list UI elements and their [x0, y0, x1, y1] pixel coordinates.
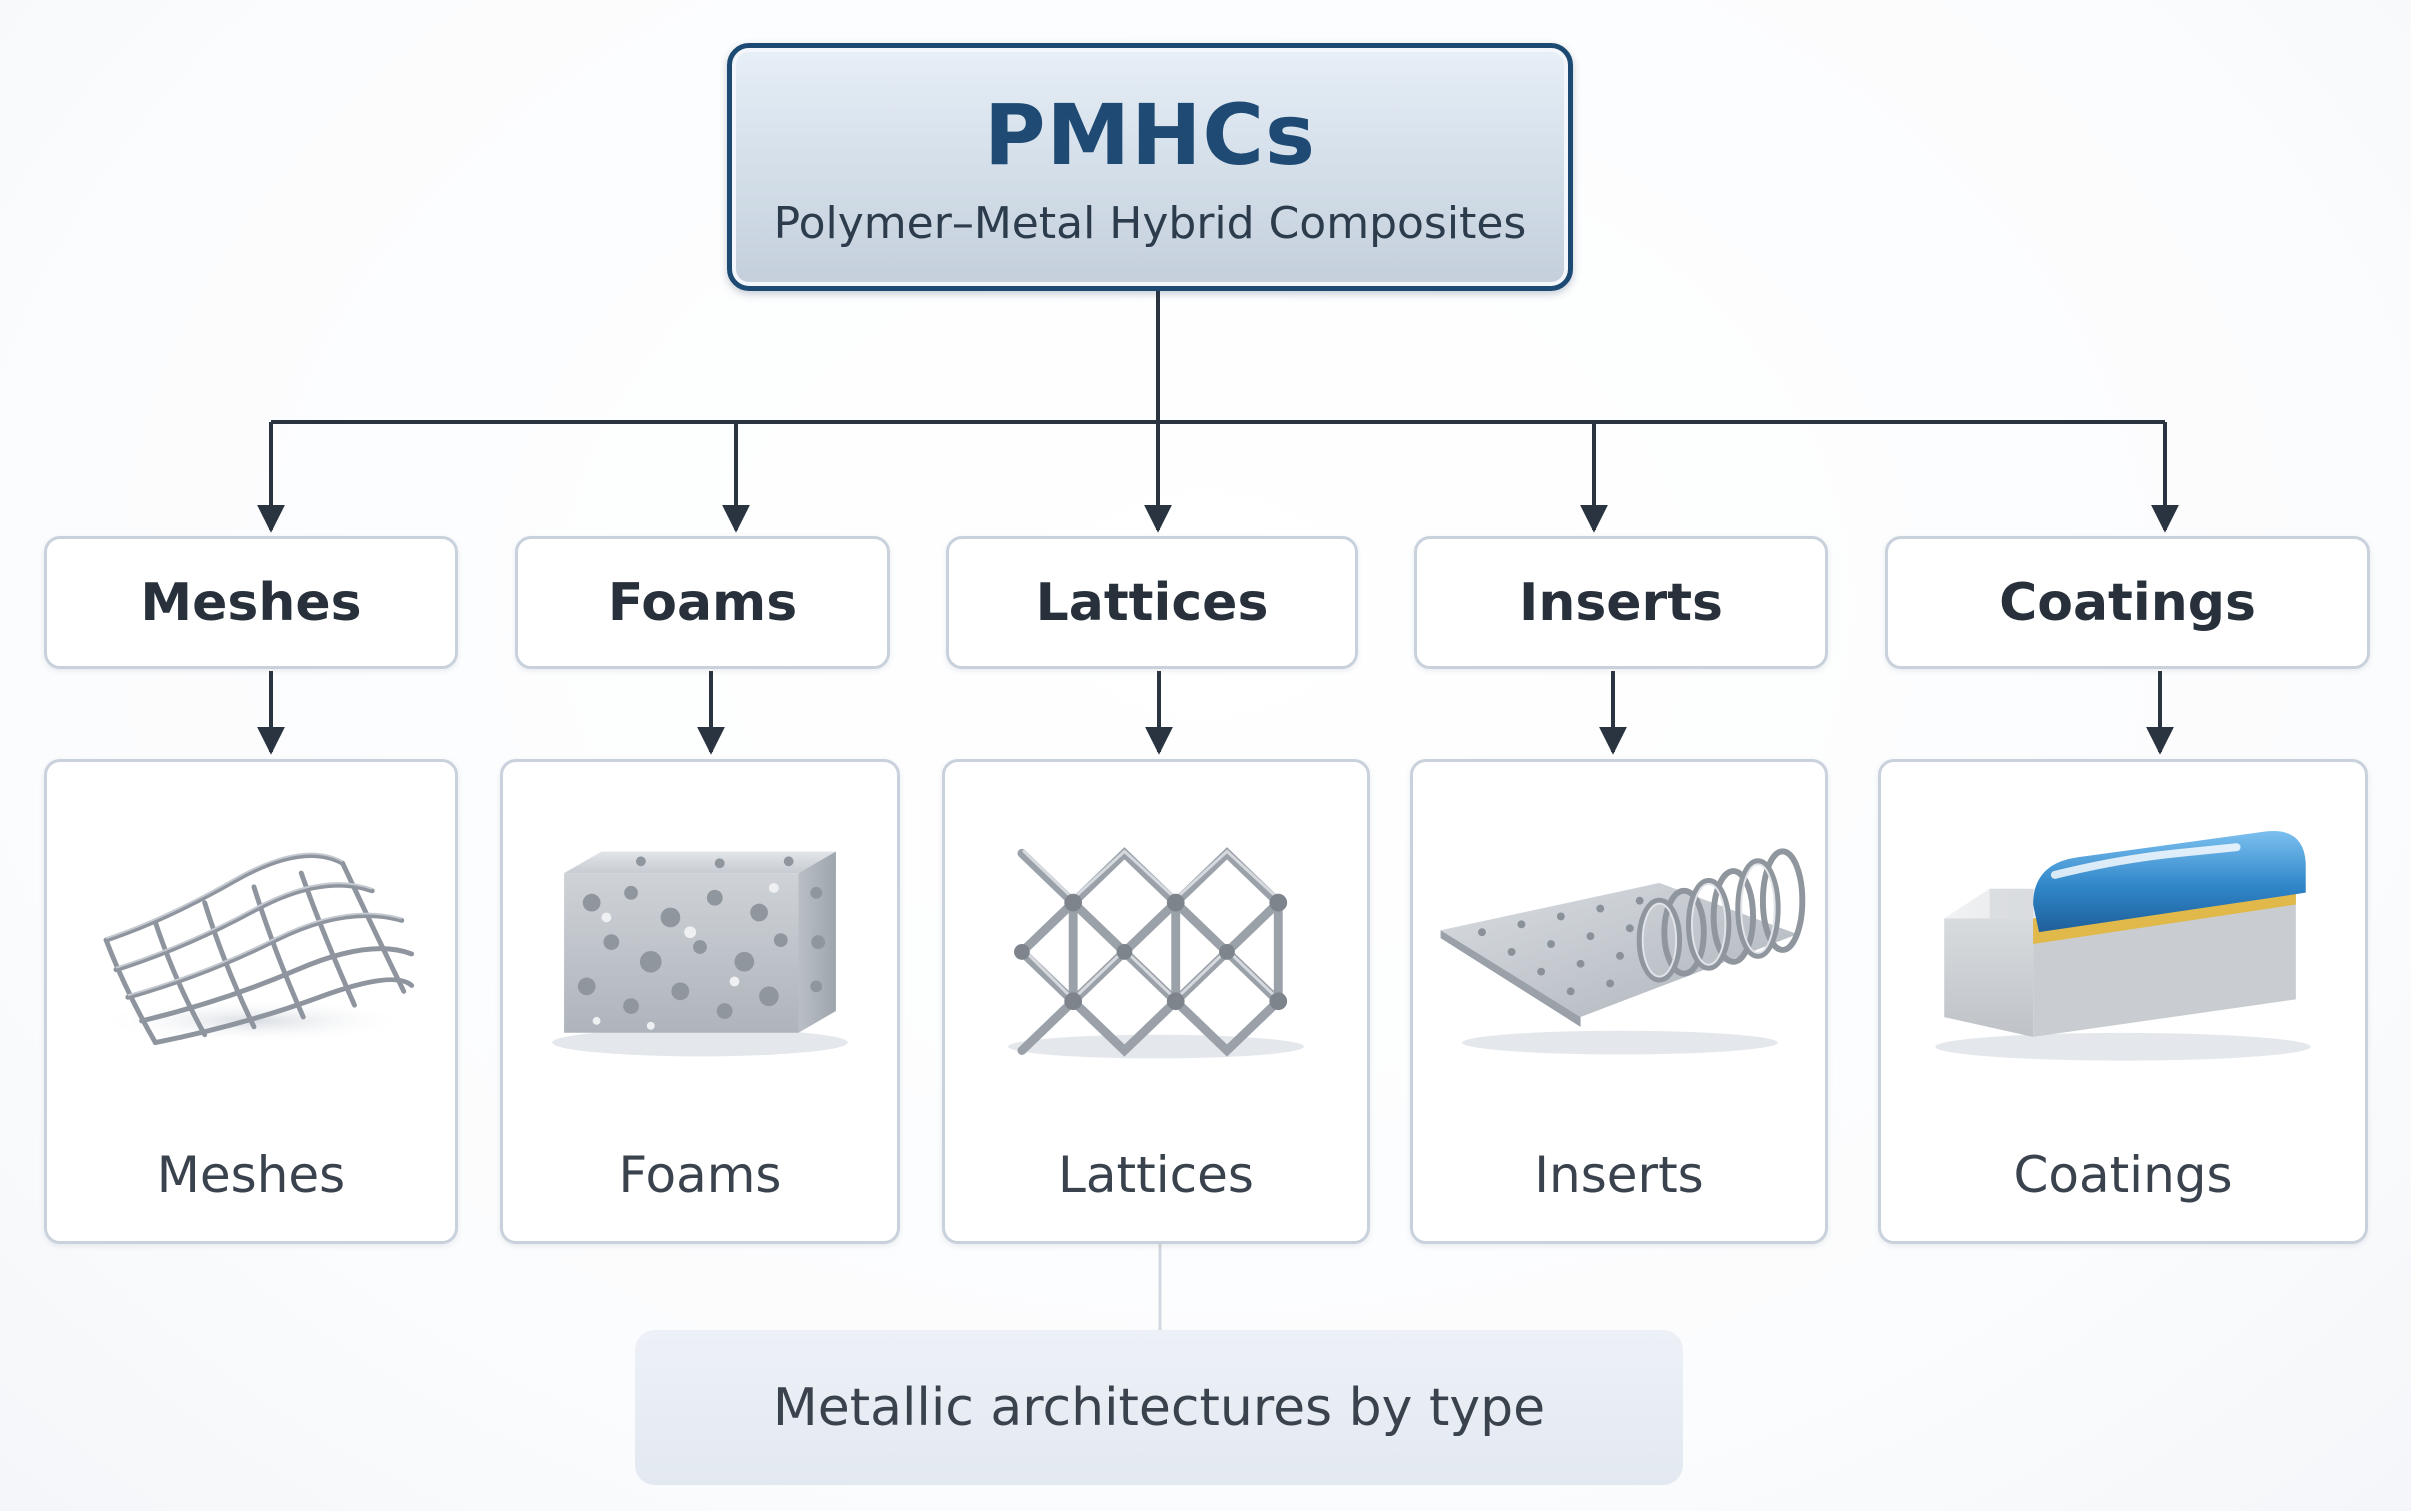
category-box-foams: Foams	[515, 536, 890, 669]
spring-insert-icon	[1440, 848, 1806, 1055]
card-label: Inserts	[1534, 1146, 1704, 1204]
root-subtitle: Polymer–Metal Hybrid Composites	[773, 198, 1527, 249]
category-label: Coatings	[1999, 572, 2256, 633]
category-box-meshes: Meshes	[44, 536, 458, 669]
category-box-inserts: Inserts	[1414, 536, 1828, 669]
category-label: Inserts	[1518, 572, 1724, 633]
category-label: Lattices	[1035, 572, 1269, 633]
card-label: Lattices	[1058, 1146, 1254, 1204]
root-title: PMHCs	[983, 86, 1317, 184]
card-inserts: Inserts	[1410, 759, 1828, 1244]
card-label: Coatings	[2013, 1146, 2233, 1204]
category-label: Meshes	[140, 572, 362, 633]
coated-block-icon	[1935, 831, 2311, 1061]
lattice-structure-icon	[1008, 847, 1304, 1059]
card-lattices: Lattices	[942, 759, 1370, 1244]
card-label: Meshes	[156, 1146, 346, 1204]
metal-foam-icon	[552, 851, 848, 1057]
root-node: PMHCs Polymer–Metal Hybrid Composites	[727, 43, 1573, 291]
footer-caption: Metallic architectures by type	[772, 1377, 1546, 1438]
card-meshes: Meshes	[44, 759, 458, 1244]
category-box-coatings: Coatings	[1885, 536, 2370, 669]
card-label: Foams	[618, 1146, 782, 1204]
card-foams: Foams	[500, 759, 900, 1244]
wire-mesh-icon	[96, 852, 415, 1046]
card-coatings: Coatings	[1878, 759, 2368, 1244]
category-label: Foams	[607, 572, 798, 633]
category-box-lattices: Lattices	[946, 536, 1358, 669]
footer-caption-box: Metallic architectures by type	[635, 1330, 1683, 1485]
